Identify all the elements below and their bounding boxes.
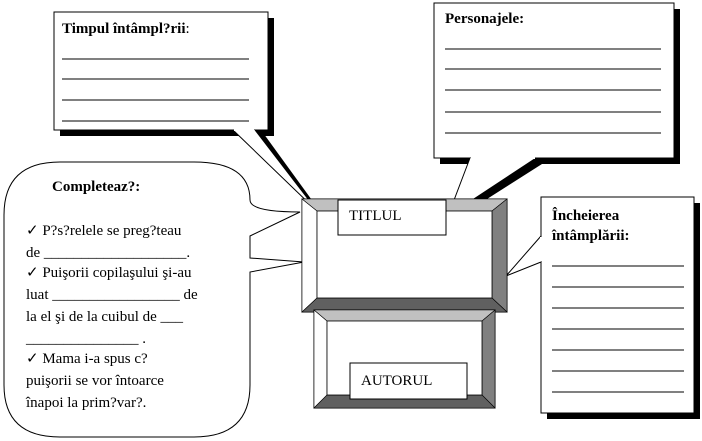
bubble-title: Completeaz?: — [52, 179, 140, 195]
ending-callout-title: Încheierea întâmplării: — [551, 207, 630, 244]
frame-bevel-right — [491, 198, 508, 313]
ending-callout-pointer — [505, 235, 542, 277]
ending-callout-box — [540, 196, 695, 414]
bubble-item-2: ✓ Puişorii copilaşului şi-au luat ______… — [25, 265, 201, 347]
time-callout: Timpul întâmpl?rii: — [53, 11, 322, 214]
bubble-item-3: ✓ Mama i-a spus c? puişorii se vor întoa… — [25, 351, 168, 411]
frame-bevel-left — [301, 198, 318, 313]
title-label-box — [337, 199, 447, 236]
frame-bevel-left — [313, 309, 328, 409]
characters-callout-title: Personajele: — [445, 11, 524, 27]
title-frame: TITLUL — [301, 198, 508, 313]
check-icon: ✓ — [26, 223, 39, 239]
frame-bevel-top — [313, 309, 496, 322]
characters-callout: Personajele: — [433, 2, 680, 220]
time-callout-title: Timpul întâmpl?rii: — [62, 21, 190, 37]
characters-callout-box — [433, 2, 675, 159]
author-frame: AUTORUL — [313, 309, 496, 409]
frame-bevel-right — [481, 309, 496, 409]
author-label: AUTORUL — [361, 373, 432, 389]
time-callout-box — [53, 11, 269, 131]
fill-in-bubble: Completeaz?: ✓ P?s?relele se preg?teau d… — [3, 161, 305, 438]
bubble-item-1: ✓ P?s?relele se preg?teau de ___________… — [26, 223, 190, 261]
title-label: TITLUL — [349, 208, 401, 224]
check-icon: ✓ — [26, 265, 39, 281]
fill-in-bubble-shape — [3, 161, 305, 438]
ending-callout: Încheierea întâmplării: — [505, 196, 700, 419]
check-icon: ✓ — [26, 351, 39, 367]
author-label-box — [349, 362, 468, 400]
